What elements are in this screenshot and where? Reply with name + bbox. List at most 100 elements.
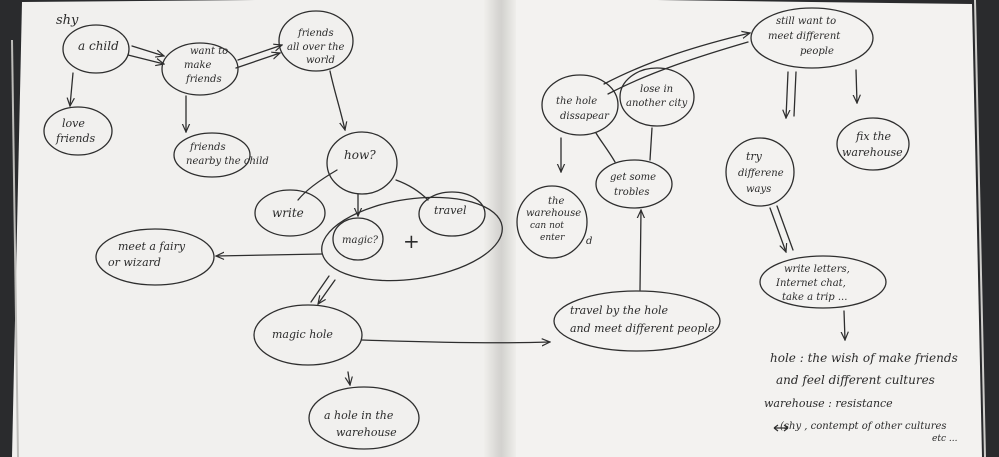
bubble-fairy <box>95 228 215 286</box>
bubble-write <box>254 189 326 237</box>
bubble-lose-city <box>619 67 695 127</box>
label-letters-2: Internet chat, <box>775 278 846 289</box>
label-disappear-2: dissapear <box>560 111 610 122</box>
label-child: a child <box>78 39 119 53</box>
label-warehouse-4: enter <box>540 233 565 243</box>
bubble-love-friends <box>43 106 113 156</box>
arrow-try-write-a <box>769 207 786 252</box>
arrow-child-love <box>70 72 73 106</box>
label-want-2: make <box>184 60 212 71</box>
notes-block: hole : the wish of make friends and feel… <box>764 351 958 444</box>
label-love: love <box>62 117 85 130</box>
arrow-want-world-a <box>237 45 282 61</box>
page-fold <box>484 0 516 457</box>
arrow-write-notes <box>844 310 845 340</box>
bubble-write-letters <box>759 255 887 309</box>
label-write: write <box>272 206 304 220</box>
arrow-still-try-b <box>793 71 797 117</box>
note-line-2: and feel different cultures <box>776 373 935 387</box>
label-travel-hole-1: travel by the hole <box>570 304 668 317</box>
page-edge-left <box>11 39 19 457</box>
bubble-child <box>62 24 130 74</box>
line-how-travel <box>395 179 429 201</box>
label-hole-warehouse-2: warehouse <box>336 426 397 439</box>
left-page <box>12 0 500 457</box>
line-how-write <box>297 169 338 201</box>
label-magic: magic? <box>342 235 379 246</box>
label-still-2: meet different <box>768 31 841 42</box>
bubble-warehouse-cannot <box>516 185 588 259</box>
label-shy: shy <box>56 13 79 28</box>
arrow-child-want-b <box>127 54 164 64</box>
arrow-world-how <box>329 70 345 130</box>
label-warehouse-1: the <box>548 196 564 207</box>
label-how: how? <box>344 148 376 162</box>
line-troubles-lose <box>649 127 653 161</box>
label-try-2: differene <box>738 168 784 179</box>
label-world-1: friends <box>297 28 334 39</box>
arrow-hole-warehouse <box>348 371 350 385</box>
arrow-try-write-b <box>776 205 794 251</box>
label-fairy-2: or wizard <box>108 256 161 269</box>
note-line-3: warehouse : resistance <box>764 397 893 410</box>
arrow-still-try-a <box>786 71 788 118</box>
bubble-hole-warehouse <box>308 386 420 450</box>
label-plus: + <box>403 229 420 253</box>
note-line-5: etc ... <box>932 434 958 444</box>
label-still-3: people <box>800 46 834 57</box>
double-arrow-icon <box>773 424 789 432</box>
label-warehouse-2: warehouse <box>526 208 581 219</box>
label-nearby-1: friends <box>189 142 226 153</box>
label-magic-hole: magic hole <box>272 328 333 341</box>
label-hole-warehouse-1: a hole in the <box>324 409 394 422</box>
label-world-2: all over the <box>287 42 345 53</box>
label-lose-2: another city <box>626 98 688 109</box>
arrow-disappear-still <box>603 33 750 85</box>
ink-shapes <box>43 7 910 450</box>
note-line-1: hole : the wish of make friends <box>770 351 958 365</box>
label-d-mark: d <box>586 236 592 247</box>
bubble-magic-travel-group <box>321 196 503 282</box>
label-still-1: still want to <box>776 16 836 27</box>
bubble-fix-warehouse <box>836 117 910 171</box>
bubble-how <box>326 131 398 195</box>
label-troubles-1: get some <box>610 172 656 183</box>
arrow-magic-fairy <box>216 254 323 256</box>
line-troubles-disappear <box>595 132 616 163</box>
bubble-travel-hole <box>553 290 721 352</box>
line-disappear-still-b <box>607 41 749 95</box>
label-world-3: world <box>306 55 335 66</box>
label-letters-1: write letters, <box>784 264 850 275</box>
label-fairy-1: meet a fairy <box>118 240 186 253</box>
bubble-hole-disappear <box>541 74 619 136</box>
label-try-1: try <box>746 150 763 163</box>
bubble-travel <box>418 191 486 237</box>
arrow-child-want-a <box>131 45 164 56</box>
label-troubles-2: trobles <box>614 187 649 198</box>
bubble-magic-hole <box>253 304 363 366</box>
arrow-travel-troubles <box>640 210 641 291</box>
label-travel-hole-2: and meet different people <box>570 322 715 335</box>
label-fix-2: warehouse <box>842 146 903 159</box>
label-want-1: want to <box>190 46 228 57</box>
arrow-magic-hole-a <box>318 279 336 304</box>
label-nearby-2: nearby the child <box>186 156 269 167</box>
right-page <box>500 0 982 457</box>
arrow-magic-hole-b <box>310 275 330 303</box>
note-line-4: (shy , contempt of other cultures <box>780 421 947 432</box>
bubble-try-ways <box>725 137 795 207</box>
label-fix-1: fix the <box>855 130 892 143</box>
bubble-friends-nearby <box>173 132 251 178</box>
bubble-friends-world <box>278 10 354 72</box>
arrow-still-fix <box>856 69 857 103</box>
label-want-3: friends <box>185 74 222 85</box>
label-disappear-1: the hole <box>556 96 597 107</box>
bubble-troubles <box>595 159 673 209</box>
label-warehouse-3: can not <box>530 221 564 231</box>
label-friends: friends <box>55 132 95 145</box>
label-travel: travel <box>434 204 467 217</box>
bubble-want-friends <box>161 42 239 96</box>
arrow-hole-travel <box>361 340 550 343</box>
labels: shy a child love friends want to make fr… <box>55 13 903 439</box>
